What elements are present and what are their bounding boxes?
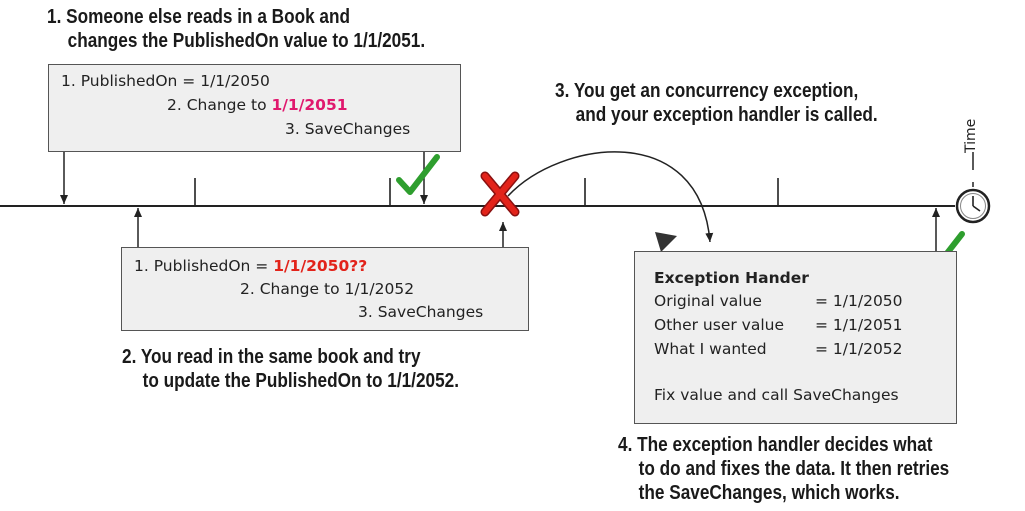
other-user-line2: 2. Change to 1/1/2051 bbox=[167, 95, 348, 115]
your-line3: 3. SaveChanges bbox=[358, 303, 484, 321]
your-box: 1. PublishedOn = 1/1/2050?? 2. Change to… bbox=[121, 247, 529, 331]
other-user-line2-prefix: 2. Change to bbox=[167, 96, 272, 114]
caption-step4-line1: 4. The exception handler decides what bbox=[618, 434, 933, 456]
your-line1: 1. PublishedOn = 1/1/2050?? bbox=[134, 256, 367, 276]
other-user-box: 1. PublishedOn = 1/1/2050 2. Change to 1… bbox=[48, 64, 461, 152]
timeline-ticks bbox=[194, 178, 779, 206]
check-mark-icon bbox=[396, 154, 440, 195]
caption-step4-line2: to do and fixes the data. It then retrie… bbox=[638, 458, 950, 480]
your-line1-prefix: 1. PublishedOn = bbox=[134, 257, 274, 275]
caption-step3-line1: 3. You get an concurrency exception, bbox=[555, 80, 859, 102]
caption-step2-line1: 2. You read in the same book and try bbox=[122, 346, 421, 368]
caption-step2: 2. You read in the same book and try to … bbox=[122, 345, 459, 393]
handler-action: Fix value and call SaveChanges bbox=[654, 386, 899, 404]
caption-step1-line1: 1. Someone else reads in a Book and bbox=[47, 6, 351, 28]
handler-row2-value: = 1/1/2051 bbox=[815, 316, 903, 334]
caption-step1: 1. Someone else reads in a Book and chan… bbox=[47, 5, 425, 53]
caption-step1-line2: changes the PublishedOn value to 1/1/205… bbox=[67, 30, 426, 52]
handler-title: Exception Hander bbox=[654, 269, 809, 287]
clock-icon bbox=[955, 182, 991, 224]
handler-row3-value: = 1/1/2052 bbox=[815, 340, 903, 358]
caption-step4-line3: the SaveChanges, which works. bbox=[638, 482, 900, 504]
your-stale-value: 1/1/2050?? bbox=[273, 257, 368, 275]
other-user-line3: 3. SaveChanges bbox=[285, 120, 411, 138]
handler-row3-label: What I wanted bbox=[654, 340, 767, 358]
handler-row1-value: = 1/1/2050 bbox=[815, 292, 903, 310]
your-line2: 2. Change to 1/1/2052 bbox=[240, 280, 415, 298]
exception-handler-box: Exception Hander Original value = 1/1/20… bbox=[634, 251, 957, 424]
arrow-exception-curve bbox=[507, 151, 714, 243]
caption-step3: 3. You get an concurrency exception, and… bbox=[555, 79, 878, 127]
handler-row2-label: Other user value bbox=[654, 316, 785, 334]
handler-row1-label: Original value bbox=[654, 292, 762, 310]
other-user-new-value: 1/1/2051 bbox=[271, 96, 348, 114]
caption-step3-line2: and your exception handler is called. bbox=[575, 104, 878, 126]
caption-step4: 4. The exception handler decides what to… bbox=[618, 433, 949, 505]
caption-step2-line2: to update the PublishedOn to 1/1/2052. bbox=[142, 370, 459, 392]
cursor-triangle-icon bbox=[655, 232, 677, 252]
other-user-line1: 1. PublishedOn = 1/1/2050 bbox=[61, 72, 270, 90]
time-label: Time bbox=[963, 118, 979, 153]
cross-mark-icon bbox=[480, 171, 520, 217]
